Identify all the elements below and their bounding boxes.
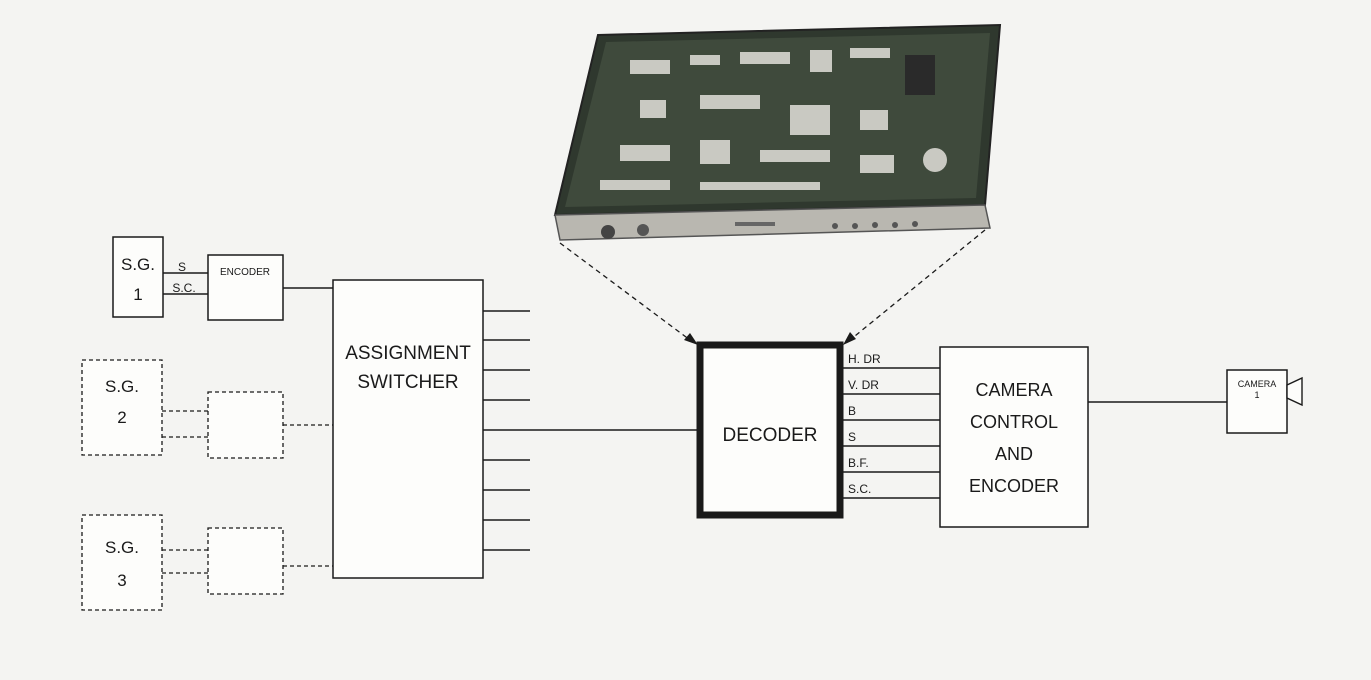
encoder-3-block: [208, 528, 283, 594]
svg-text:ASSIGNMENT: ASSIGNMENT: [345, 343, 471, 364]
decoder-unit-photo: [555, 25, 1000, 240]
svg-text:3: 3: [117, 571, 126, 590]
svg-text:1: 1: [133, 285, 142, 304]
svg-text:1: 1: [1254, 390, 1259, 400]
svg-text:DECODER: DECODER: [722, 425, 817, 446]
decoder-output-label: V. DR: [848, 378, 879, 392]
svg-text:S.G.: S.G.: [121, 255, 155, 274]
encoder-2-block: [208, 392, 283, 458]
svg-text:ENCODER: ENCODER: [220, 267, 270, 278]
svg-text:CAMERA: CAMERA: [1238, 379, 1277, 389]
svg-text:S.G.: S.G.: [105, 538, 139, 557]
decoder-output-label: H. DR: [848, 352, 881, 366]
decoder-output-label: S.C.: [848, 482, 871, 496]
svg-text:CONTROL: CONTROL: [970, 412, 1058, 432]
decoder-output-label: B: [848, 404, 856, 418]
arrowhead-left: [684, 333, 698, 345]
signal-label-s: S: [178, 260, 186, 274]
signal-label-sc: S.C.: [172, 281, 195, 295]
decoder-output-label: B.F.: [848, 456, 869, 470]
svg-text:AND: AND: [995, 444, 1033, 464]
svg-text:SWITCHER: SWITCHER: [357, 372, 458, 393]
svg-text:ENCODER: ENCODER: [969, 476, 1059, 496]
camera-block: CAMERA 1: [1227, 370, 1302, 433]
camera-control-encoder-block: CAMERA CONTROL AND ENCODER: [940, 347, 1088, 527]
decoder-output-label: S: [848, 430, 856, 444]
sg1-block: S.G. 1: [113, 237, 163, 317]
svg-text:S.G.: S.G.: [105, 377, 139, 396]
encoder-block: ENCODER: [208, 255, 283, 320]
assignment-switcher-block: ASSIGNMENT SWITCHER: [333, 280, 483, 578]
svg-text:CAMERA: CAMERA: [975, 380, 1052, 400]
decoder-block: DECODER: [700, 345, 840, 515]
sg3-block: S.G. 3: [82, 515, 162, 610]
svg-text:2: 2: [117, 408, 126, 427]
switcher-outputs: [483, 311, 697, 550]
arrowhead-right: [843, 332, 856, 345]
sg2-block: S.G. 2: [82, 360, 162, 455]
photo-to-decoder-arrows: [560, 230, 985, 340]
